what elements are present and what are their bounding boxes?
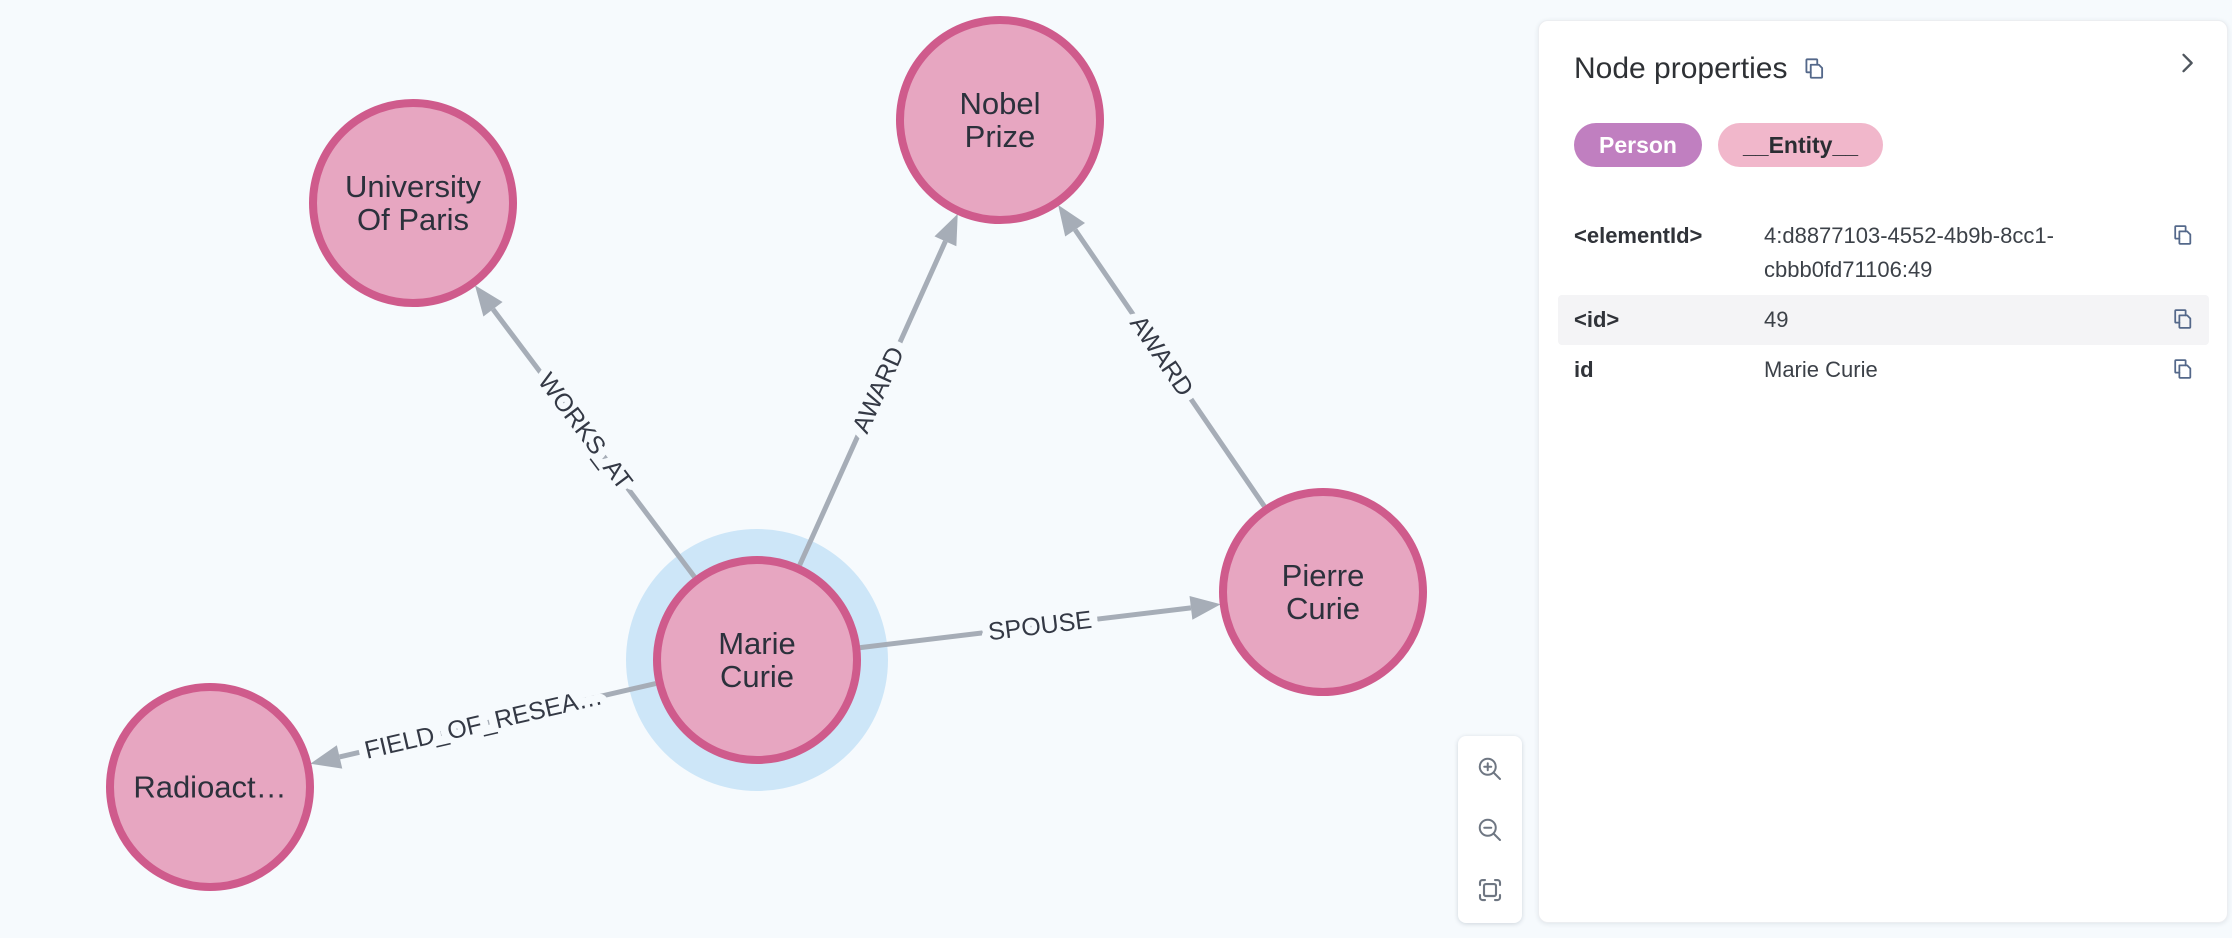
table-row: <elementId> 4:d8877103-4552-4b9b-8cc1-cb… (1558, 211, 2209, 295)
fit-view-icon (1475, 875, 1505, 905)
zoom-in-icon (1475, 754, 1505, 784)
chevron-right-icon (2173, 49, 2201, 80)
label-badge-person: Person (1574, 123, 1702, 167)
copy-property-button[interactable] (2170, 356, 2195, 384)
copy-all-properties-button[interactable] (1801, 55, 1827, 84)
zoom-in-button[interactable] (1473, 752, 1507, 786)
property-key: id (1574, 357, 1594, 382)
panel-header: Node properties (1574, 47, 2197, 91)
fit-view-button[interactable] (1473, 873, 1507, 907)
copy-property-button[interactable] (2170, 306, 2195, 334)
copy-property-button[interactable] (2170, 222, 2195, 250)
copy-icon (1801, 55, 1827, 84)
table-row: <id> 49 (1558, 295, 2209, 345)
graph-edge-spouse[interactable]: SPOUSE (859, 595, 1221, 654)
copy-icon (2170, 306, 2195, 334)
graph-edge-works_at[interactable]: WORKS_AT (474, 285, 697, 579)
zoom-out-button[interactable] (1473, 813, 1507, 847)
edge-label[interactable]: SPOUSE (979, 598, 1102, 654)
edge-label[interactable]: WORKS_AT (524, 360, 646, 503)
graph-edge-award[interactable]: AWARD (797, 213, 958, 567)
zoom-controls (1458, 736, 1522, 923)
property-key: <id> (1574, 307, 1620, 332)
copy-icon (2170, 222, 2195, 250)
edge-label[interactable]: AWARD (839, 335, 918, 446)
graph-edge-award[interactable]: AWARD (1058, 205, 1267, 508)
node-labels: Person __Entity__ (1574, 123, 2197, 167)
graph-edge-field_of_resea[interactable]: FIELD_OF_RESEA… (310, 674, 657, 773)
property-value: 49 (1764, 307, 1789, 332)
node-properties-panel: Node properties Person __Entity__ <eleme… (1538, 20, 2228, 923)
label-badge-entity: __Entity__ (1717, 123, 1884, 167)
graph-node-radioactivity[interactable]: Radioact… (106, 683, 314, 891)
property-key: <elementId> (1574, 223, 1703, 248)
property-value: 4:d8877103-4552-4b9b-8cc1-cbbb0fd71106:4… (1764, 223, 2054, 282)
table-row: id Marie Curie (1558, 345, 2209, 395)
copy-icon (2170, 356, 2195, 384)
properties-table: <elementId> 4:d8877103-4552-4b9b-8cc1-cb… (1558, 211, 2209, 395)
edge-label[interactable]: AWARD (1116, 302, 1207, 409)
collapse-panel-button[interactable] (2173, 49, 2201, 80)
panel-title: Node properties (1574, 52, 1788, 85)
property-value: Marie Curie (1764, 357, 1878, 382)
edge-label[interactable]: FIELD_OF_RESEA… (354, 674, 613, 772)
zoom-out-icon (1475, 815, 1505, 845)
